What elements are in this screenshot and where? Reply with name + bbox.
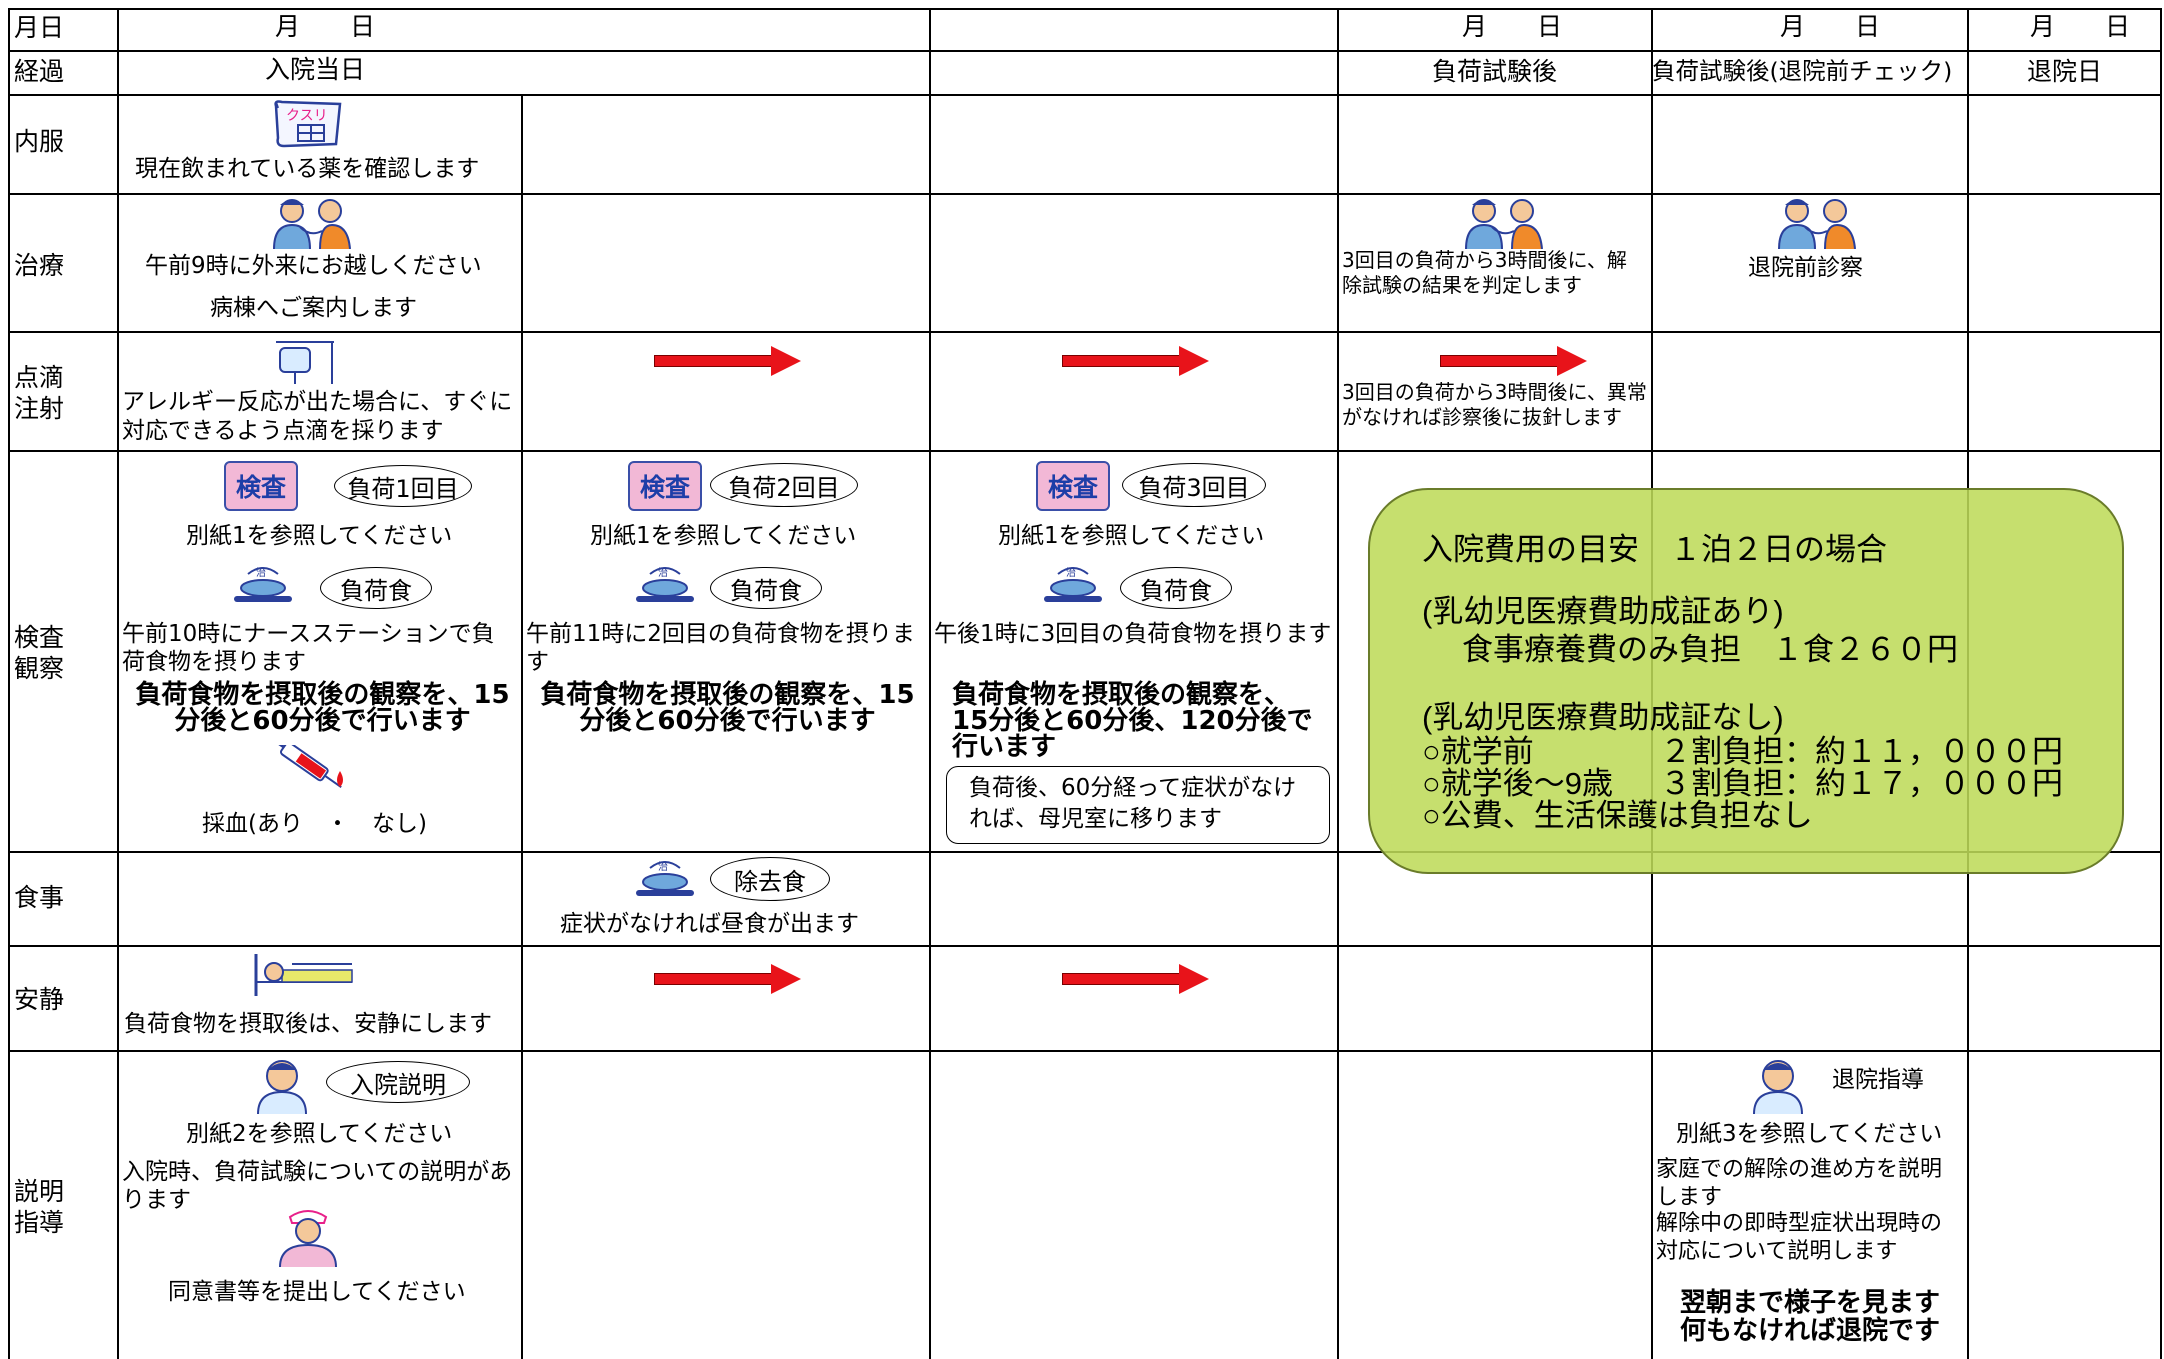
cost-preschool-label: ○就学前 [1422, 734, 1534, 769]
discharge-if-ok-text: 何もなければ退院です [1679, 1316, 1940, 1346]
cost-school-label: ○就学後～9歳 [1422, 766, 1613, 801]
load-3-pill: 負荷3回目 [1122, 463, 1266, 507]
see-sheet1-text-3: 別紙1を参照してください [998, 523, 1265, 549]
date-col5: 月 日 [1462, 12, 1563, 41]
reaction-expl-text: 解除中の即時型症状出現時の対応について説明します [1656, 1211, 1943, 1264]
cost-title: 入院費用の目安 １泊２日の場合 [1422, 532, 1887, 567]
meal-tray-icon-1: 治 [234, 566, 292, 602]
mother-room-note: 負荷後、60分経って症状がなければ、母児室に移ります [946, 766, 1330, 844]
treat-discharge-exam-text: 退院前診察 [1748, 255, 1863, 281]
date-day1: 月 日 [275, 12, 376, 41]
load2-time-text: 午前11時に2回目の負荷食物を摂ります [526, 621, 915, 676]
lunch-text: 症状がなければ昼食が出ます [560, 911, 859, 937]
observe-text-2: 負荷食物を摂取後の観察を、15分後と60分後で行います [540, 680, 915, 736]
continue-arrow-rest-2 [1062, 964, 1209, 994]
cost-welfare: ○公費、生活保護は負担なし [1422, 798, 1813, 833]
doctor-patient-icon-3 [1778, 199, 1856, 249]
row-label-setsumei: 説明 指導 [14, 1177, 65, 1238]
discharge-nurse-icon [1753, 1060, 1803, 1114]
load-2-pill: 負荷2回目 [710, 463, 858, 507]
doctor-patient-icon-2 [1465, 199, 1543, 249]
load-meal-pill-2: 負荷食 [710, 567, 822, 609]
bed-rest-icon [254, 954, 353, 996]
doctor-patient-icon [273, 199, 351, 249]
row-label-naifuku: 内服 [14, 127, 65, 156]
continue-arrow-iv-2 [1062, 346, 1209, 376]
iv-drip-icon [276, 341, 334, 384]
row-label-chiryo: 治療 [14, 251, 65, 280]
cost-estimate-box: 入院費用の目安 １泊２日の場合 (乳幼児医療費助成証あり) 食事療養費のみ負担 … [1368, 488, 2124, 874]
elim-meal-pill: 除去食 [710, 857, 830, 901]
medicine-icon: クスリ [274, 100, 342, 148]
cost-preschool-value: ２割負担：約１１，０００円 [1660, 734, 2063, 769]
syringe-icon [278, 745, 343, 789]
rest-text: 負荷食物を摂取後は、安静にします [124, 1011, 492, 1037]
kensa-badge-3: 検査 [1036, 461, 1110, 511]
row-label-ansei: 安静 [14, 985, 65, 1014]
nurse-explain-icon [257, 1060, 307, 1114]
progress-day1: 入院当日 [265, 55, 366, 84]
load-meal-pill-3: 負荷食 [1120, 567, 1232, 609]
admission-expl-pill: 入院説明 [326, 1061, 470, 1103]
load1-time-text: 午前10時にナースステーションで負荷食物を摂ります [122, 621, 495, 676]
svg-text:治: 治 [1066, 566, 1076, 579]
load-meal-pill-1: 負荷食 [320, 567, 432, 609]
continue-arrow-iv-3 [1440, 346, 1587, 376]
see-sheet1-text-2: 別紙1を参照してください [590, 523, 857, 549]
progress-row-label: 経過 [14, 57, 65, 86]
cost-meal-only: 食事療養費のみ負担 １食２６０円 [1462, 632, 1958, 667]
discharge-guidance-text: 退院指導 [1832, 1067, 1924, 1093]
kensa-badge-1: 検査 [224, 461, 298, 511]
home-progress-text: 家庭での解除の進め方を説明します [1656, 1157, 1943, 1210]
meal-tray-icon-3: 治 [1044, 566, 1102, 602]
consent-text: 同意書等を提出してください [168, 1279, 466, 1305]
meal-tray-icon-4: 治 [636, 860, 694, 896]
date-row-label: 月日 [14, 13, 65, 42]
blood-test-text: 採血(あり ・ なし) [202, 811, 427, 837]
admission-detail-text: 入院時、負荷試験についての説明があります [122, 1159, 513, 1214]
treat-result-text: 3回目の負荷から3時間後に、解除試験の結果を判定します [1342, 248, 1627, 297]
date-col7: 月 日 [2030, 12, 2131, 41]
iv-remove-text: 3回目の負荷から3時間後に、異常がなければ診察後に抜針します [1342, 380, 1647, 429]
load3-time-text: 午後1時に3回目の負荷食物を摂ります [934, 621, 1332, 647]
date-col6: 月 日 [1780, 12, 1881, 41]
treat-guide-text: 病棟へご案内します [210, 295, 417, 321]
svg-text:治: 治 [658, 566, 668, 579]
cost-without-cert: (乳幼児医療費助成証なし) [1422, 700, 1784, 735]
progress-col7: 退院日 [2027, 57, 2103, 86]
continue-arrow-rest-1 [654, 964, 801, 994]
med-confirm-text: 現在飲まれている薬を確認します [135, 156, 480, 182]
row-label-shokuji: 食事 [14, 883, 65, 912]
treat-visit-text: 午前9時に外来にお越しください [145, 253, 482, 279]
nurse-icon [279, 1210, 337, 1267]
row-label-tenteki: 点滴 注射 [14, 363, 65, 424]
next-morning-text: 翌朝まで様子を見ます [1679, 1288, 1940, 1318]
see-sheet3-text: 別紙3を参照してください [1676, 1121, 1943, 1147]
iv-start-text: アレルギー反応が出た場合に、すぐに対応できるよう点滴を採ります [122, 389, 513, 444]
observe-text-3: 負荷食物を摂取後の観察を、15分後と60分後、120分後で行います [952, 680, 1313, 762]
observe-text-1: 負荷食物を摂取後の観察を、15分後と60分後で行います [135, 680, 510, 736]
svg-text:治: 治 [658, 860, 668, 873]
svg-text:治: 治 [256, 566, 266, 579]
cost-school-value: ３割負担：約１７，０００円 [1660, 766, 2063, 801]
see-sheet2-text: 別紙2を参照してください [186, 1121, 453, 1147]
load-1-pill: 負荷1回目 [334, 465, 472, 507]
row-label-kensa: 検査 観察 [14, 623, 65, 684]
see-sheet1-text-1: 別紙1を参照してください [186, 523, 453, 549]
progress-col6: 負荷試験後(退院前チェック) [1652, 57, 1953, 85]
progress-col5: 負荷試験後 [1432, 57, 1558, 86]
continue-arrow-iv-1 [654, 346, 801, 376]
kensa-badge-2: 検査 [628, 461, 702, 511]
meal-tray-icon-2: 治 [636, 566, 694, 602]
cost-with-cert: (乳幼児医療費助成証あり) [1422, 594, 1784, 629]
medicine-icon-text: クスリ [286, 108, 328, 124]
